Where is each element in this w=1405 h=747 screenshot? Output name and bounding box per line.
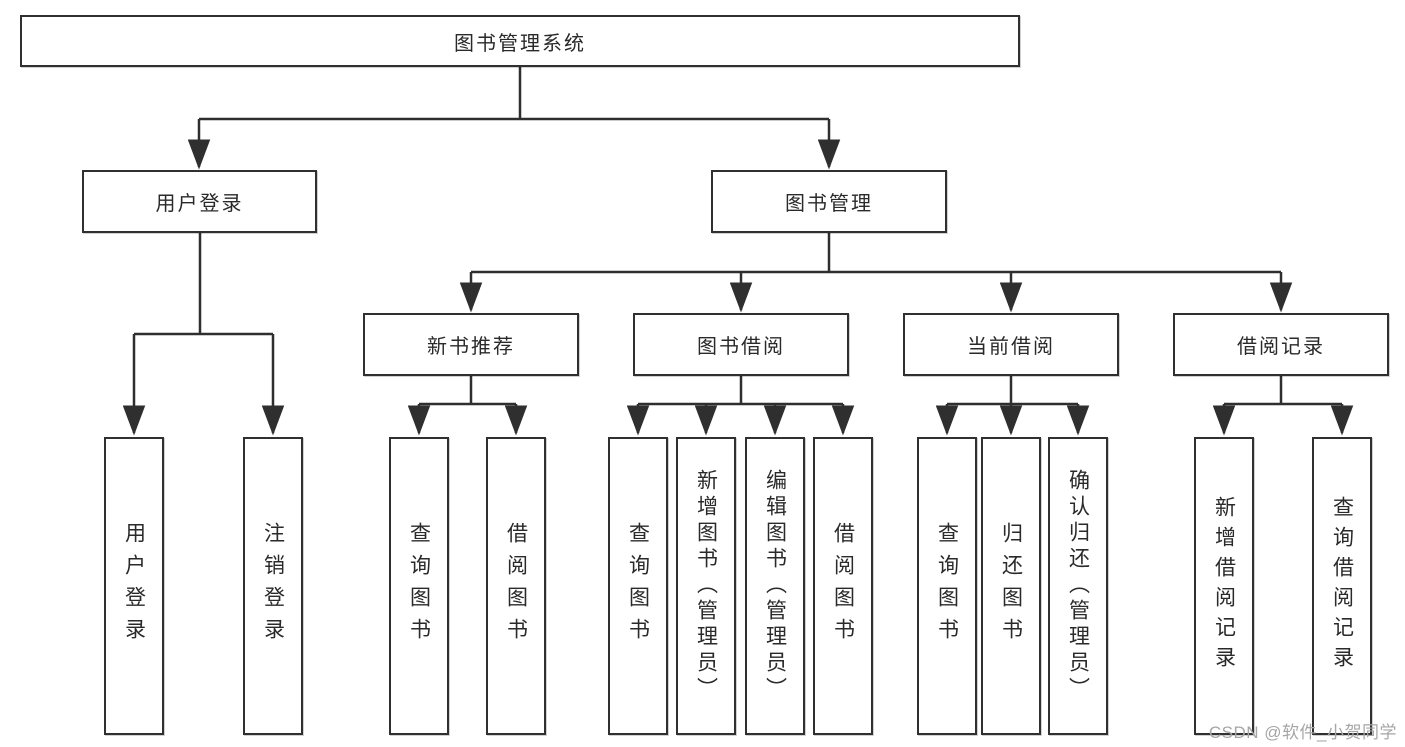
- node-label: 新增图书（管理员）: [694, 469, 718, 703]
- node-label: 编辑图书（管理员）: [763, 469, 787, 703]
- node-user-login: 用户登录: [82, 170, 317, 233]
- node-root-system: 图书管理系统: [20, 15, 1020, 67]
- node-label: 图书管理系统: [454, 32, 586, 55]
- leaf-query-borrow-record: 查询借阅记录: [1312, 437, 1372, 735]
- node-label: 归还图书: [999, 522, 1023, 650]
- leaf-return-books: 归还图书: [981, 437, 1041, 735]
- node-label: 查询图书: [626, 522, 650, 650]
- node-label: 借阅图书: [831, 522, 855, 650]
- node-current-borrow: 当前借阅: [903, 313, 1119, 376]
- node-label: 新增借阅记录: [1212, 496, 1236, 676]
- node-label: 新书推荐: [427, 336, 515, 358]
- leaf-query-books-2: 查询图书: [608, 437, 668, 735]
- node-book-management: 图书管理: [711, 170, 947, 233]
- node-label: 当前借阅: [967, 336, 1055, 358]
- leaf-logout: 注销登录: [243, 437, 303, 735]
- leaf-borrow-books-2: 借阅图书: [813, 437, 873, 735]
- node-borrow-records: 借阅记录: [1173, 313, 1389, 376]
- leaf-query-books-3: 查询图书: [917, 437, 977, 735]
- node-label: 确认归还（管理员）: [1066, 469, 1090, 703]
- csdn-watermark: CSDN @软件_小贺同学: [1208, 723, 1397, 742]
- connector-root-trunk: [199, 66, 829, 121]
- leaf-query-books-1: 查询图书: [389, 437, 449, 735]
- connector-book-mgmt-trunk: [471, 232, 1281, 274]
- node-label: 借阅记录: [1237, 336, 1325, 358]
- node-label: 用户登录: [155, 193, 244, 215]
- node-label: 图书管理: [785, 193, 873, 215]
- leaf-confirm-return-admin: 确认归还（管理员）: [1048, 437, 1108, 735]
- leaf-user-login: 用户登录: [104, 437, 164, 735]
- node-label: 用户登录: [122, 522, 146, 650]
- node-label: 查询图书: [407, 522, 431, 650]
- leaf-edit-books-admin: 编辑图书（管理员）: [745, 437, 805, 735]
- connector-current-borrow-trunk: [947, 375, 1078, 406]
- node-label: 查询借阅记录: [1330, 496, 1354, 676]
- node-new-book-recommend: 新书推荐: [363, 313, 579, 376]
- connector-new-book-trunk: [419, 375, 516, 406]
- leaf-add-borrow-record: 新增借阅记录: [1194, 437, 1254, 735]
- node-label: 注销登录: [261, 522, 285, 650]
- leaf-borrow-books-1: 借阅图书: [486, 437, 546, 735]
- leaf-add-books-admin: 新增图书（管理员）: [676, 437, 736, 735]
- connector-book-borrow-trunk: [638, 375, 843, 406]
- node-label: 查询图书: [935, 522, 959, 650]
- connector-user-login-trunk: [134, 232, 273, 336]
- connector-borrow-records-trunk: [1224, 375, 1342, 406]
- node-label: 借阅图书: [504, 522, 528, 650]
- node-label: 图书借阅: [697, 336, 785, 358]
- node-book-borrow: 图书借阅: [633, 313, 849, 376]
